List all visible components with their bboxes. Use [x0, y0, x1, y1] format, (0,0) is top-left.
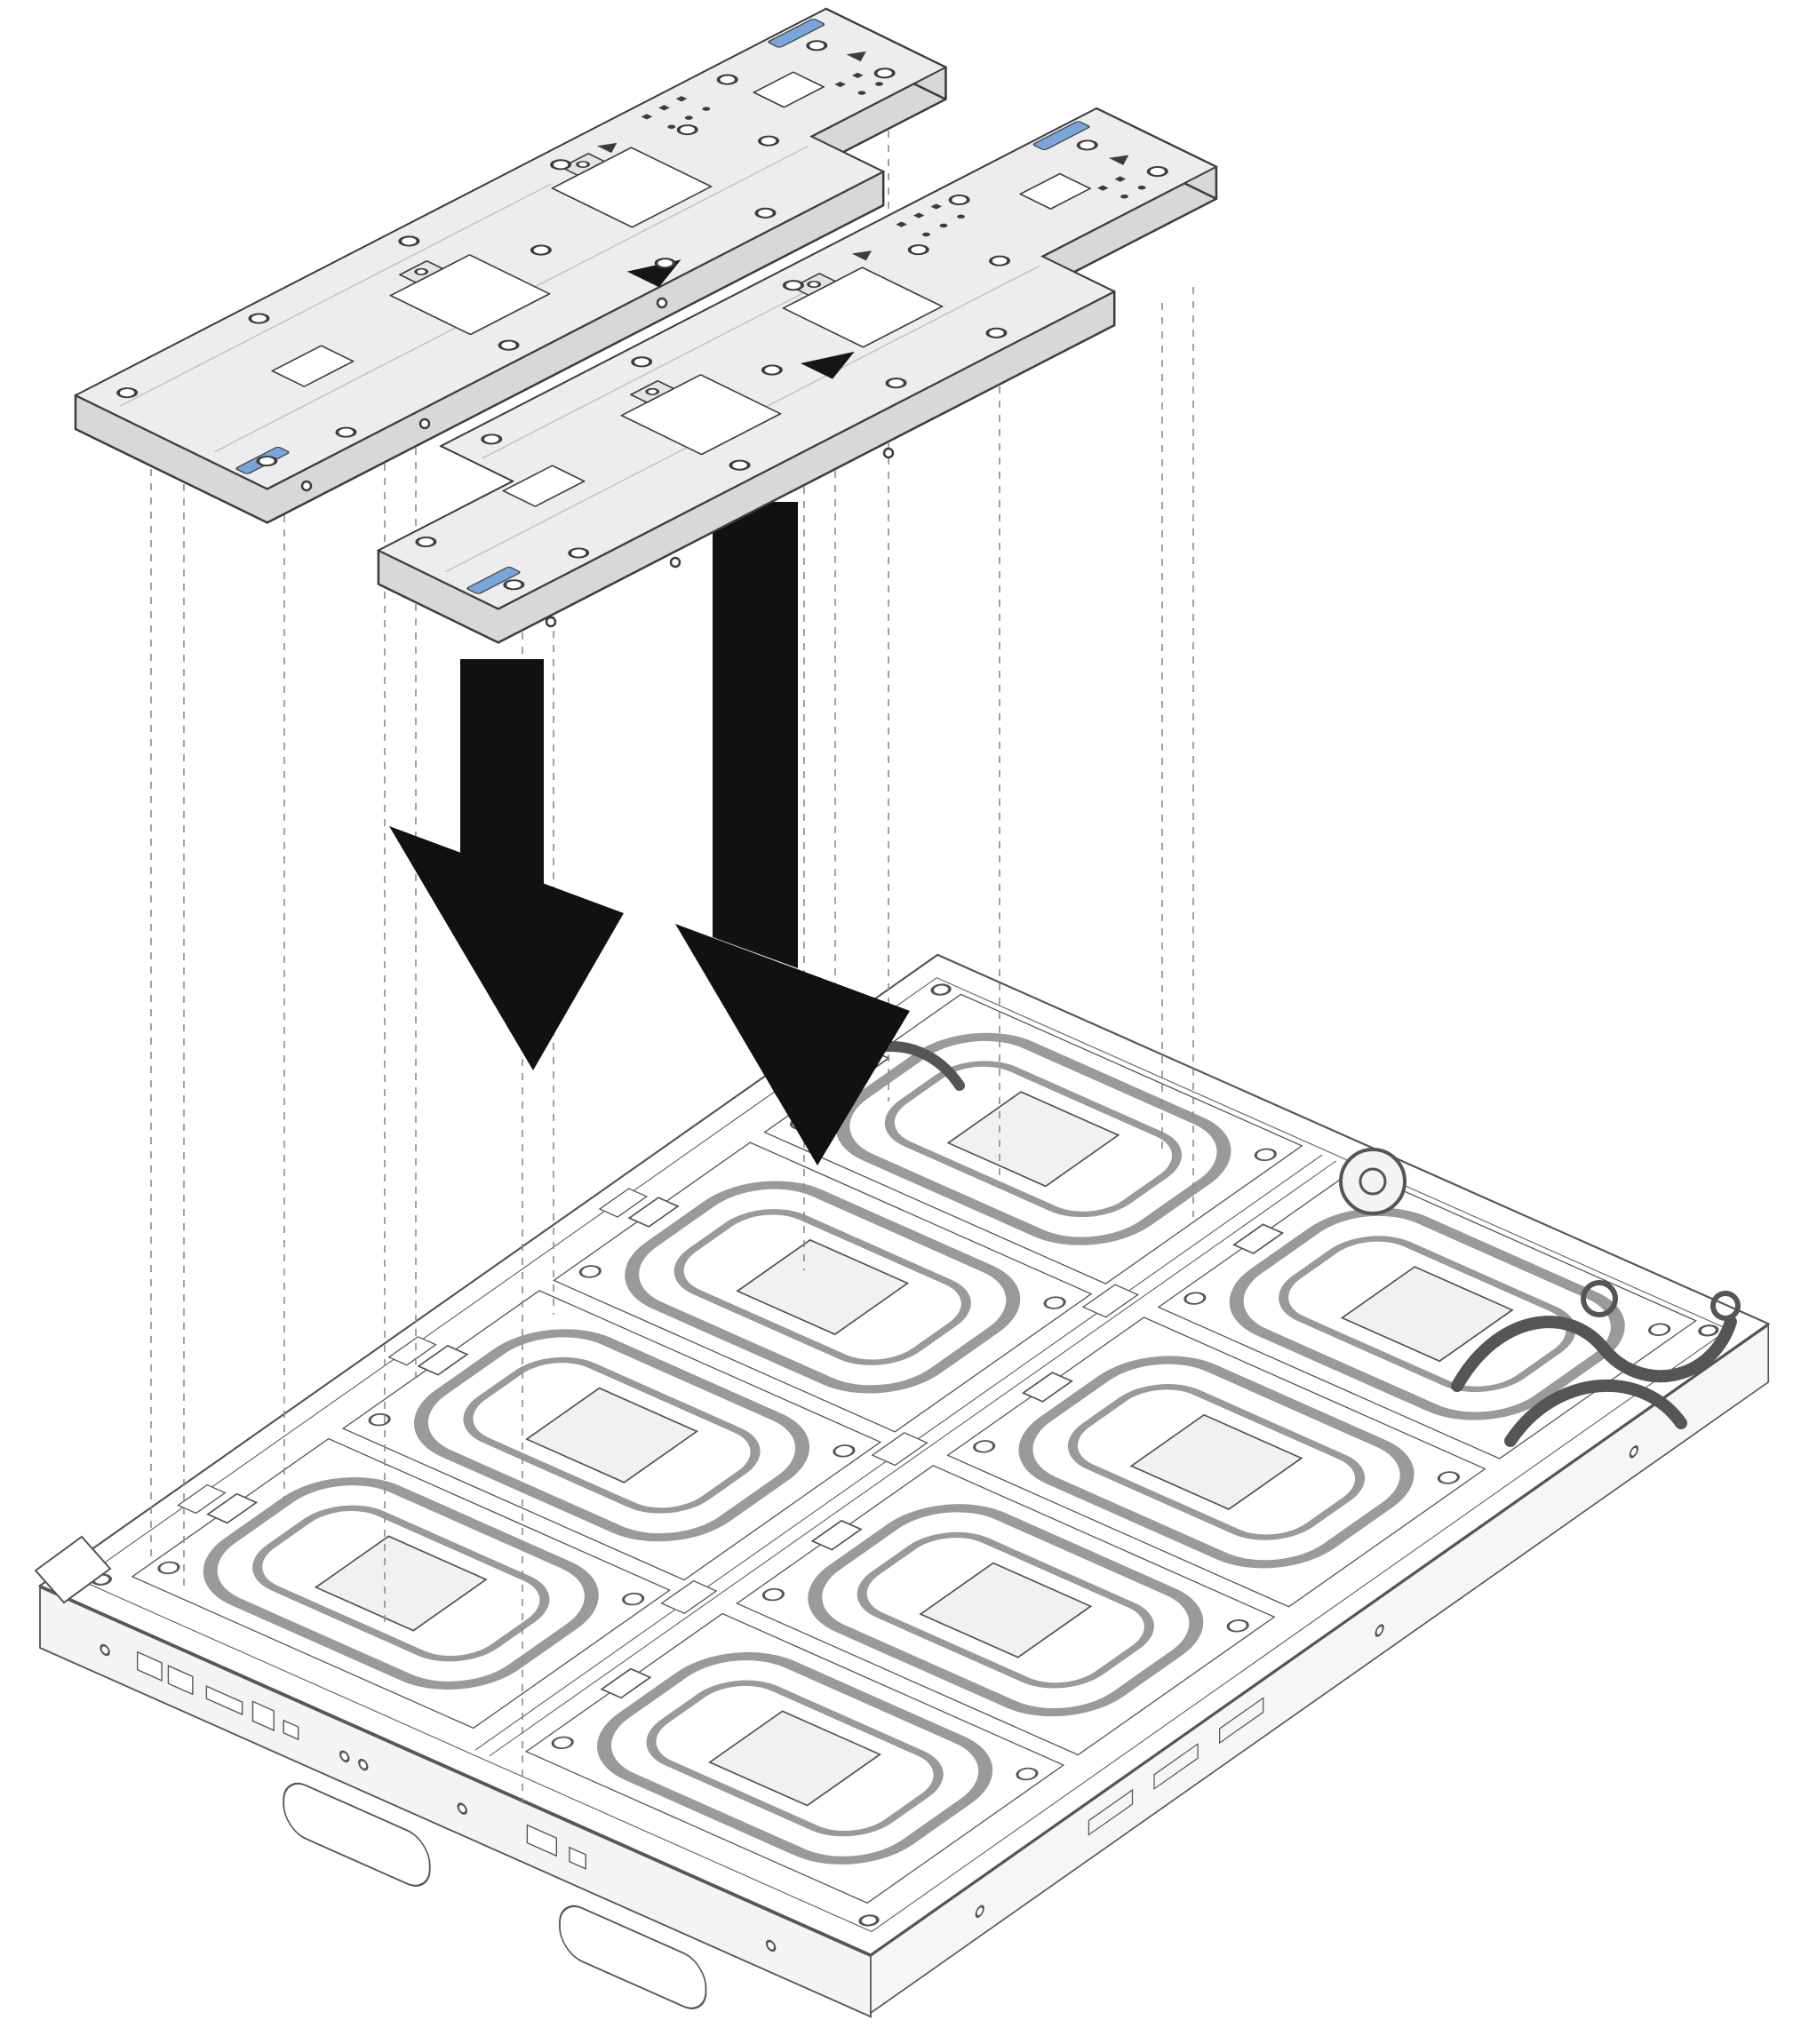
screw-icon [882, 447, 895, 459]
arrow-head [675, 924, 910, 1165]
marking-dot [939, 223, 948, 228]
grip-pad [1032, 121, 1090, 150]
down-arrow-right [675, 502, 910, 1165]
bend-crease [482, 279, 831, 459]
io-port [526, 1824, 557, 1857]
io-port [205, 1685, 243, 1716]
plate-top-rear [74, 8, 947, 490]
plate-surface [377, 107, 1218, 610]
printed-markings [851, 151, 1146, 261]
screw-icon [656, 297, 668, 309]
tube-fitting [871, 1432, 928, 1467]
marking-dot [957, 214, 965, 219]
marking-dot [875, 82, 883, 86]
screw-icon [545, 616, 557, 628]
wall-face [870, 1324, 1770, 2015]
tube-fitting [598, 1188, 649, 1218]
arrow-shaft [460, 659, 544, 893]
arrow-shaft [713, 502, 798, 968]
install-direction-arrows [389, 502, 910, 1165]
grip-pads [466, 121, 1090, 594]
grip-pad [768, 19, 825, 48]
screw-icon [300, 480, 313, 492]
tube-fitting [387, 1336, 437, 1366]
alignment-triangle-mark [801, 351, 855, 379]
tube-fitting [1081, 1284, 1139, 1318]
screw-icon [669, 556, 681, 569]
plate-cutout [1019, 172, 1092, 210]
marking-dot [702, 107, 711, 111]
pump-cap [1359, 1167, 1387, 1196]
printed-markings [596, 47, 883, 154]
vent-slot [1219, 1697, 1264, 1745]
water-hose [1504, 1379, 1687, 1447]
tube-fitting [660, 1579, 718, 1614]
tube-fitting [177, 1483, 227, 1515]
plate-top-front [377, 107, 1218, 610]
marking-dot [1120, 195, 1128, 199]
tray-inner-frame [78, 977, 1730, 1933]
server-tray [34, 953, 1771, 2018]
carrier-plate-rear [74, 7, 947, 524]
io-port [167, 1665, 194, 1696]
tray-handle [559, 1905, 707, 2009]
tray-front-right-wall [870, 1324, 1770, 2015]
marking-dot [667, 124, 676, 129]
marking-dot [1137, 185, 1146, 190]
carrier-plate-front [377, 107, 1218, 644]
io-port [569, 1846, 586, 1870]
plate-label-blank [502, 465, 586, 507]
plate-label-blank [271, 345, 355, 387]
tray-handle [283, 1782, 431, 1887]
plate-cutout [753, 71, 825, 108]
tray-left-bracket [34, 1535, 112, 1604]
grip-pad [466, 566, 521, 594]
marking-dot [684, 115, 693, 120]
down-arrow-left [389, 659, 624, 1070]
screw-icon [418, 418, 431, 430]
arrow-head [389, 826, 624, 1070]
hose-fitting [1710, 1291, 1741, 1321]
pump-housing [1339, 1148, 1407, 1215]
io-port [136, 1650, 163, 1682]
water-hose [1451, 1316, 1737, 1392]
io-port [251, 1700, 275, 1731]
marking-dot [857, 91, 866, 95]
tray-front-left-wall [39, 1586, 872, 2018]
marking-dot [922, 232, 930, 237]
tray-top-surface [37, 953, 1771, 1956]
hose-fitting [1581, 1280, 1618, 1317]
vent-slot [1153, 1743, 1199, 1790]
vent-slot [1088, 1788, 1134, 1836]
bend-crease [119, 183, 553, 407]
io-port [283, 1719, 299, 1741]
tray-center-seam [489, 1160, 1337, 1757]
